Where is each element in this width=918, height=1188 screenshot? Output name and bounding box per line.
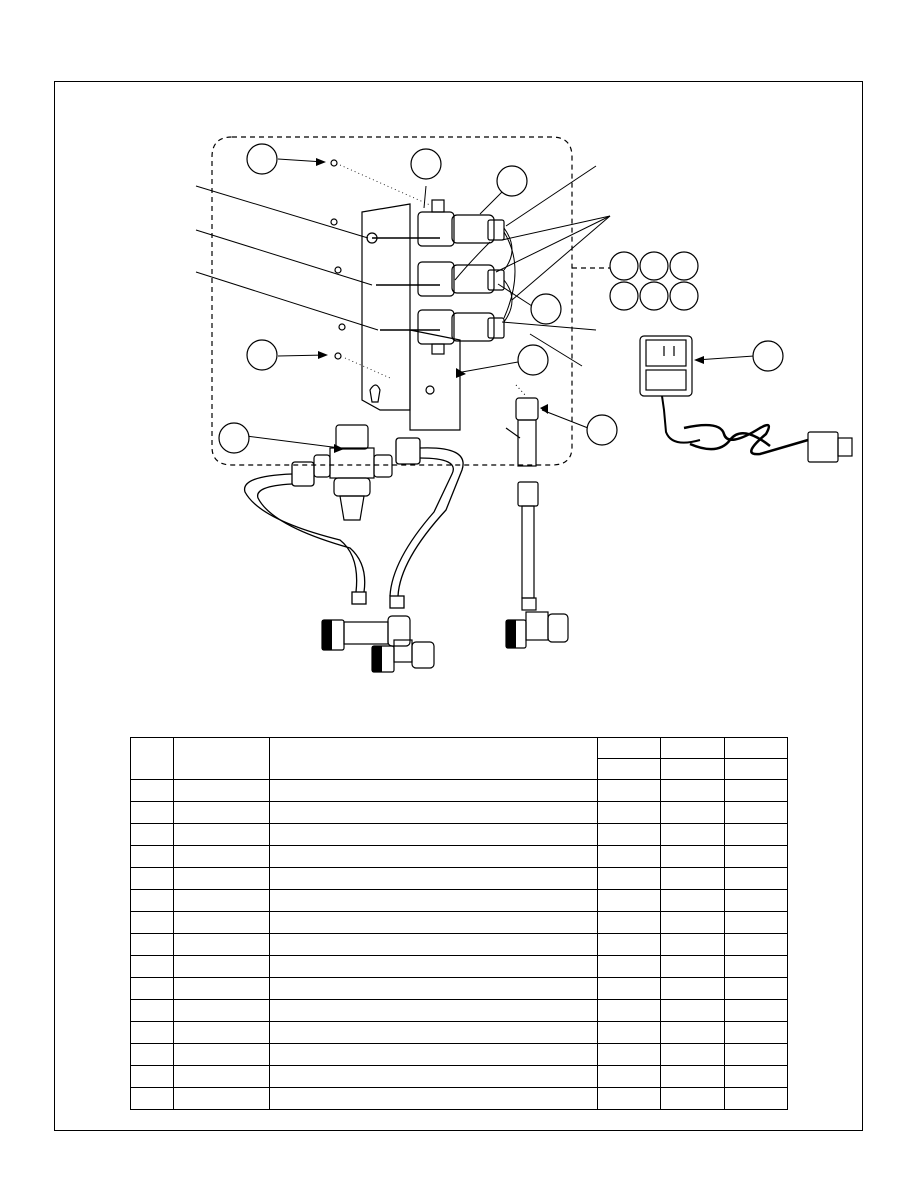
callout-7 <box>218 422 250 454</box>
page-border <box>54 81 863 1131</box>
table-row <box>129 779 789 802</box>
solenoid-valve-2 <box>417 261 505 297</box>
header-description <box>269 737 598 780</box>
table-row <box>129 823 789 846</box>
filter-assembly <box>505 397 539 611</box>
valve-wiring <box>454 227 516 323</box>
power-adapter <box>639 335 853 463</box>
callout-12 <box>609 281 639 311</box>
callout-14 <box>669 281 699 311</box>
table-row <box>129 933 789 956</box>
callout-13 <box>639 281 669 311</box>
header-col-5 <box>659 737 725 759</box>
table-row <box>129 1087 789 1110</box>
table-row <box>129 845 789 868</box>
subheader-col-4 <box>596 758 661 780</box>
mixing-valve <box>313 424 393 521</box>
header-col-4 <box>596 737 661 759</box>
table-row <box>129 977 789 1000</box>
callout-6 <box>517 344 549 376</box>
subheader-col-5 <box>659 758 725 780</box>
table-row <box>129 999 789 1022</box>
table-row <box>129 955 789 978</box>
solenoid-valve-1 <box>417 211 505 247</box>
mounting-rods <box>372 237 440 331</box>
table-row <box>129 911 789 934</box>
header-part-number <box>173 737 271 780</box>
solenoid-valve-3 <box>417 309 505 345</box>
exploded-parts-diagram <box>195 136 853 673</box>
leader-lines <box>195 158 755 449</box>
callout-circles <box>218 143 784 454</box>
callout-2 <box>410 148 442 180</box>
table-subheader-row <box>131 758 789 780</box>
stop-valves <box>321 611 569 673</box>
callout-4 <box>246 339 278 371</box>
parts-list-table <box>129 737 789 1110</box>
header-item <box>129 737 175 780</box>
subheader-col-6 <box>723 758 789 780</box>
table-row <box>129 889 789 912</box>
callout-11 <box>669 251 699 281</box>
table-row <box>129 801 789 824</box>
callout-8 <box>586 414 618 446</box>
callout-3 <box>496 165 528 197</box>
table-row <box>129 1065 789 1088</box>
leader-arrowheads <box>316 158 704 453</box>
table-row <box>129 1043 789 1066</box>
table-row <box>129 1021 789 1044</box>
mounting-plate <box>361 203 461 431</box>
callout-1 <box>246 143 278 175</box>
screws <box>330 159 346 360</box>
table-header-row <box>129 737 789 780</box>
callout-10 <box>639 251 669 281</box>
supply-hoses <box>243 437 464 609</box>
header-col-6 <box>723 737 789 759</box>
callout-5 <box>530 293 562 325</box>
callout-15 <box>752 340 784 372</box>
table-row <box>129 867 789 890</box>
callout-9 <box>609 251 639 281</box>
